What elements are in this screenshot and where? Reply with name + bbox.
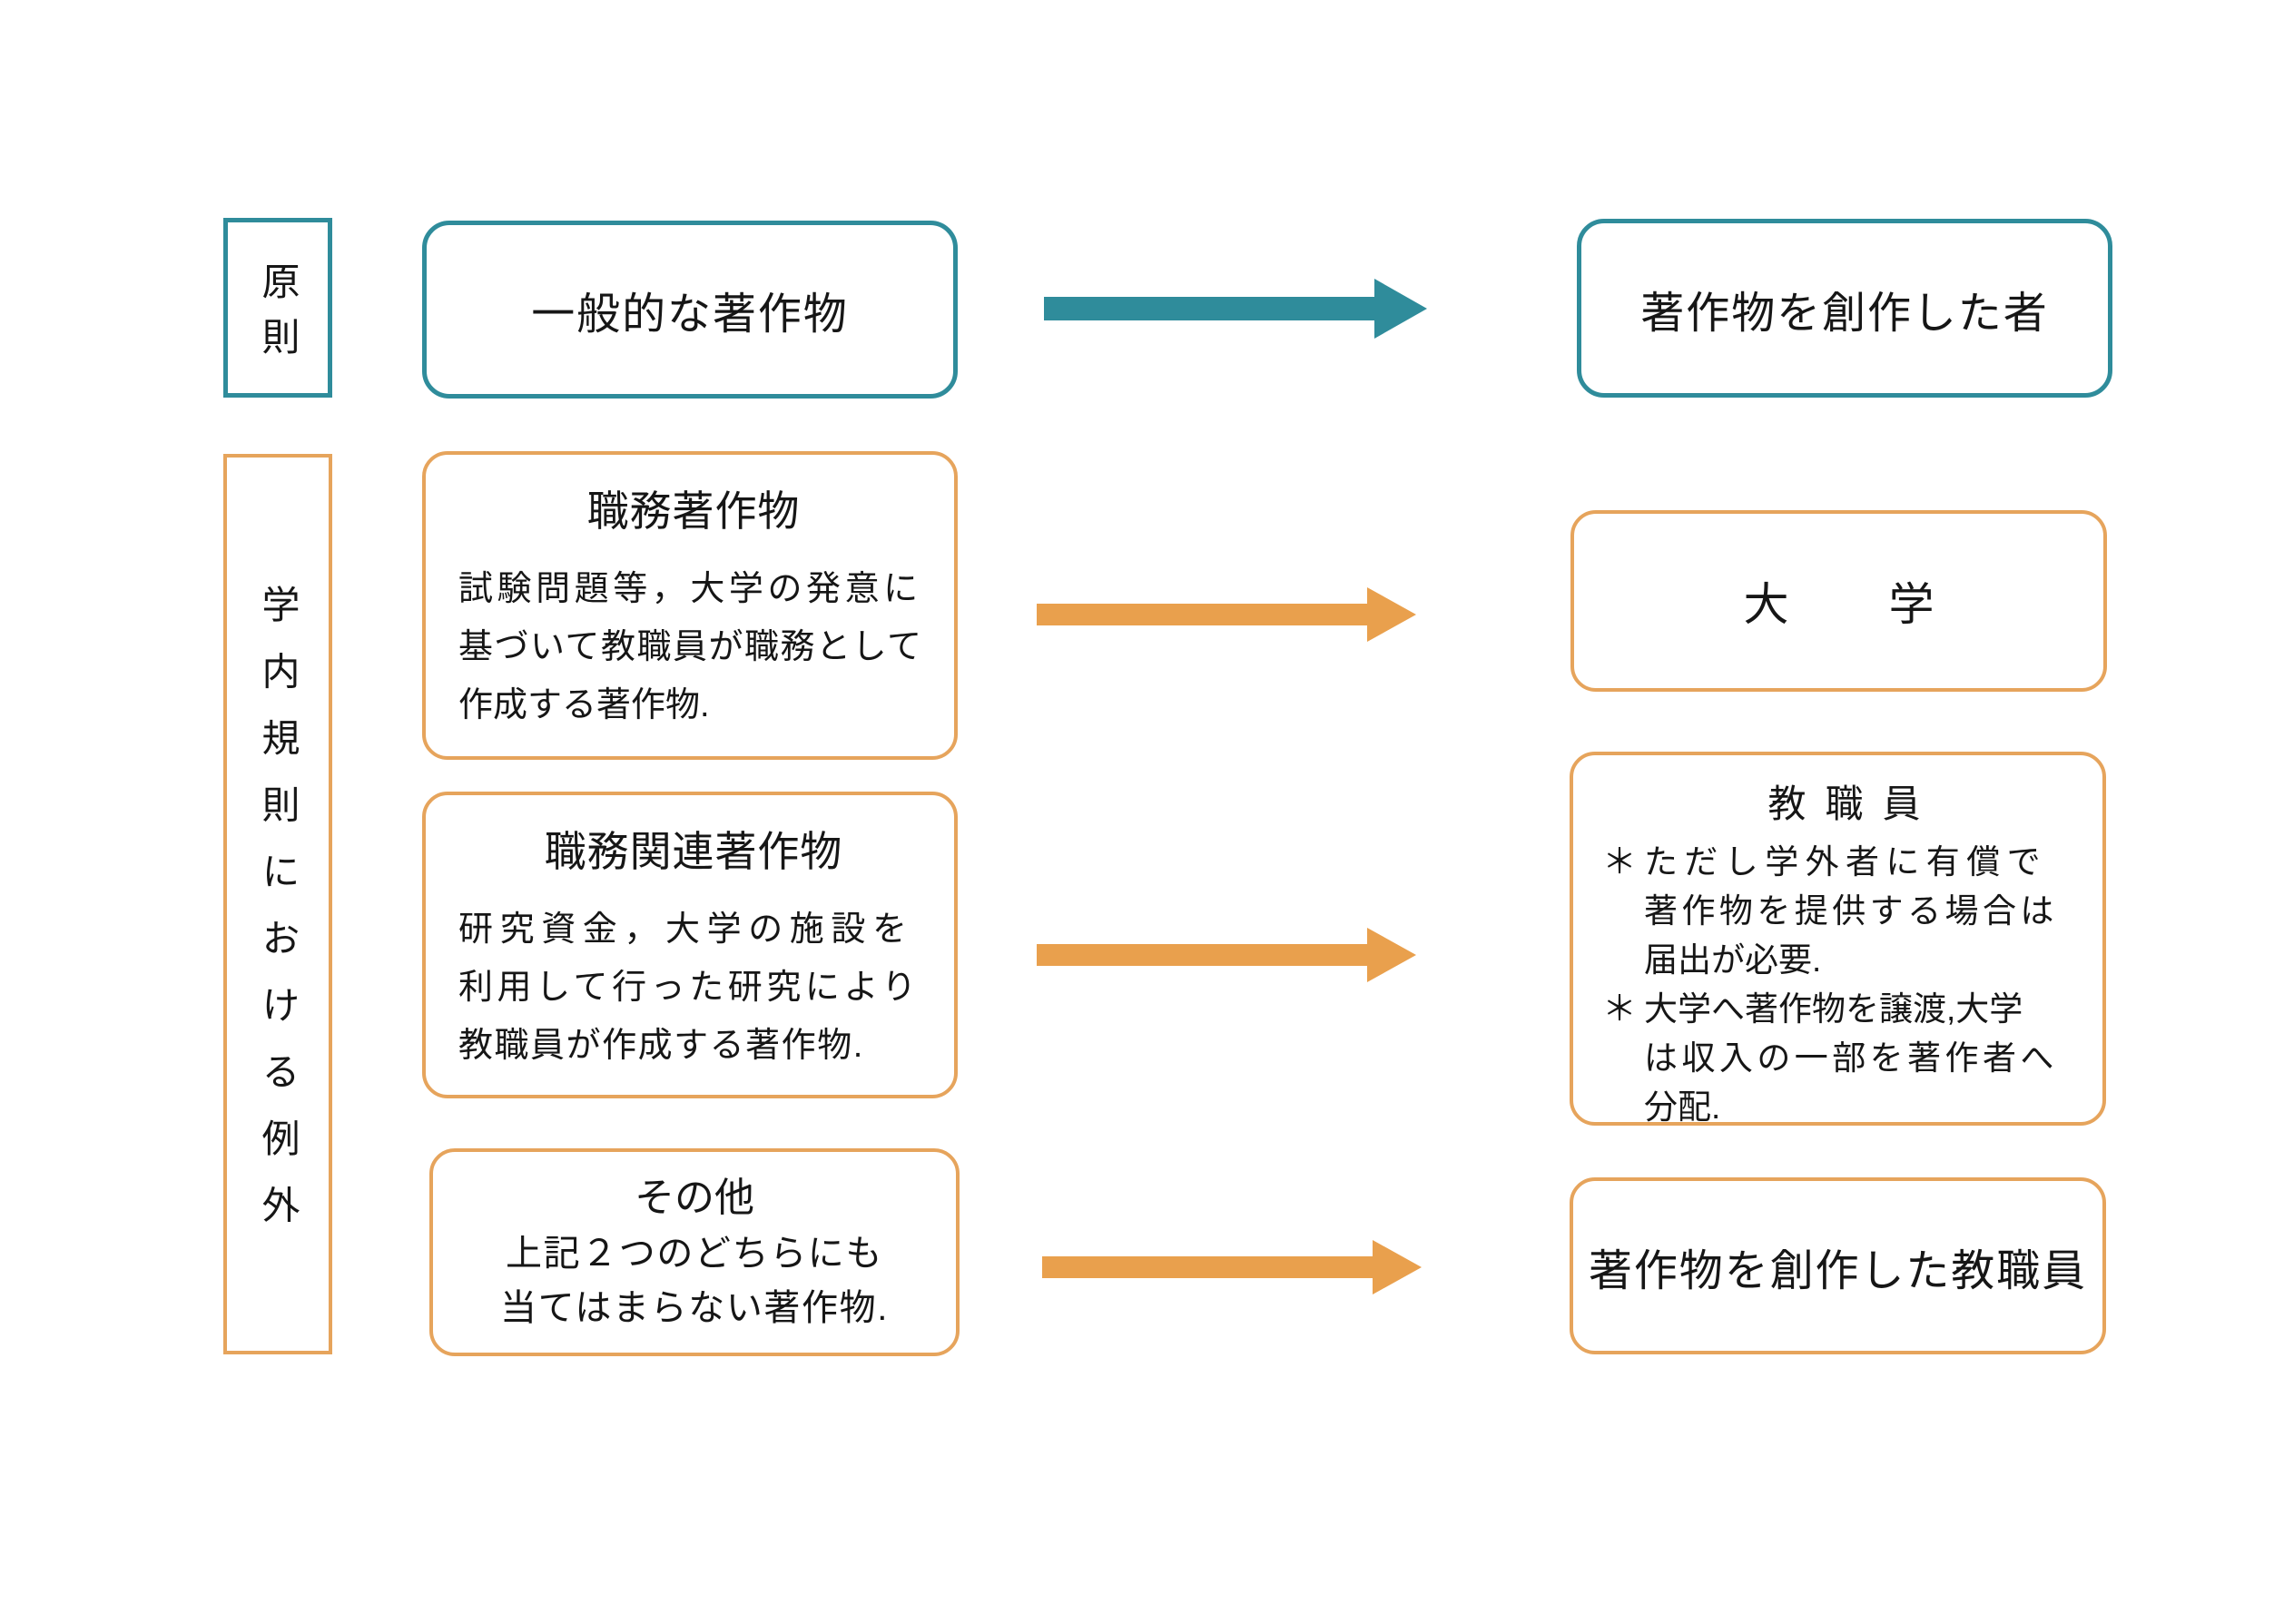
work-for-hire-line: 基づいて教職員が職務として (458, 628, 923, 666)
staff-note-line: 分配. (1644, 1088, 1721, 1126)
exception-label-box: 学内規則における例外 (223, 454, 332, 1354)
other-line: 上記２つのどちらにも (506, 1233, 883, 1274)
other-title: その他 (635, 1175, 754, 1220)
general-work-box: 一般的な著作物 (422, 221, 958, 399)
staff-title: 教職員 (1767, 782, 1940, 825)
work-related-line: 利用して行った研究により (458, 969, 920, 1007)
creator-staff-label: 著作物を創作した教職員 (1588, 1246, 2088, 1295)
work-for-hire-box: 職務著作物 試験問題等，大学の発意に 基づいて教職員が職務として 作成する著作物… (422, 451, 958, 760)
arrow-shaft (1037, 604, 1367, 625)
other-box: その他 上記２つのどちらにも 当てはまらない著作物. (429, 1148, 960, 1356)
principle-label: 原則 (257, 261, 300, 372)
staff-note-lines: 大学へ著作物を譲渡,大学 は収入の一部を著作者へ 分配. (1644, 985, 2086, 1132)
arrow-shaft (1037, 944, 1367, 966)
asterisk-marker: ＊ (1602, 990, 1638, 1029)
arrow-right-icon (1037, 586, 1416, 643)
arrow-head (1374, 279, 1427, 339)
staff-note: ＊ 大学へ著作物を譲渡,大学 は収入の一部を著作者へ 分配. (1602, 985, 2086, 1132)
work-for-hire-line: 作成する著作物. (458, 686, 710, 724)
exception-label: 学内規則における例外 (257, 585, 300, 1253)
creator-box: 著作物を創作した者 (1577, 219, 2112, 398)
arrow-right-icon (1042, 1239, 1422, 1295)
work-for-hire-line: 試験問題等，大学の発意に (458, 570, 922, 608)
staff-note-line: 大学へ著作物を譲渡,大学 (1644, 990, 2023, 1028)
staff-note-line: 届出が必要. (1644, 941, 1822, 979)
creator-staff-box: 著作物を創作した教職員 (1570, 1177, 2106, 1354)
staff-note-line: 著作物を提供する場合は (1644, 892, 2058, 930)
staff-note-line: は収入の一部を著作者へ (1644, 1039, 2058, 1077)
asterisk-marker: ＊ (1602, 843, 1638, 881)
arrow-head (1367, 587, 1416, 642)
staff-box: 教職員 ＊ ただし学外者に有償で 著作物を提供する場合は 届出が必要. ＊ 大学… (1570, 752, 2106, 1126)
work-for-hire-title: 職務著作物 (586, 487, 801, 535)
work-related-box: 職務関連著作物 研究資金，大学の施設を 利用して行った研究により 教職員が作成す… (422, 792, 958, 1098)
work-related-line: 研究資金，大学の施設を (458, 910, 914, 949)
arrow-right-icon (1037, 927, 1416, 983)
creator-label: 著作物を創作した者 (1640, 289, 2049, 338)
work-related-title: 職務関連著作物 (544, 828, 843, 875)
arrow-head (1373, 1240, 1422, 1294)
other-line: 当てはまらない著作物. (500, 1287, 889, 1328)
university-label: 大学 (1743, 579, 2034, 630)
staff-note-line: ただし学外者に有償で (1644, 843, 2047, 881)
staff-note: ＊ ただし学外者に有償で 著作物を提供する場合は 届出が必要. (1602, 838, 2086, 985)
staff-note-lines: ただし学外者に有償で 著作物を提供する場合は 届出が必要. (1644, 838, 2086, 985)
arrow-shaft (1044, 297, 1374, 320)
university-box: 大学 (1570, 510, 2107, 692)
principle-label-box: 原則 (223, 218, 332, 398)
arrow-shaft (1042, 1256, 1373, 1278)
arrow-head (1367, 928, 1416, 982)
general-work-label: 一般的な著作物 (531, 290, 849, 339)
arrow-right-icon (1044, 279, 1427, 339)
work-related-line: 教職員が作成する著作物. (458, 1027, 864, 1065)
